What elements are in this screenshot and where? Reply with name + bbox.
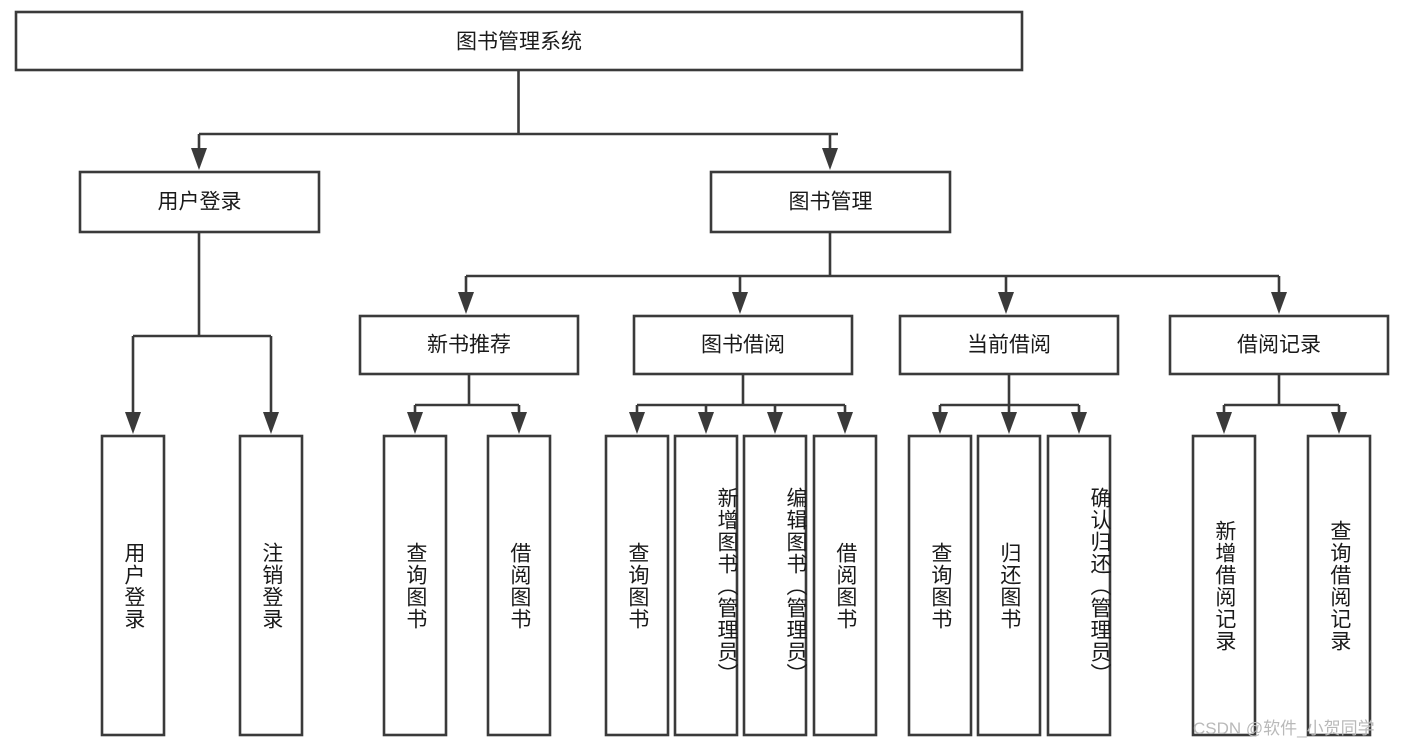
node-user-login-box[interactable] [78, 170, 321, 234]
leaf-box-layer [100, 434, 1372, 737]
arrow-head-leaf-logout [263, 412, 279, 434]
node-user-login-label: 用户登录 [158, 191, 242, 214]
node-book-management-label: 图书管理 [789, 191, 873, 214]
node-leaf-borrow-book-2-box[interactable] [812, 434, 878, 737]
node-leaf-confirm-return-box[interactable] [1046, 434, 1112, 737]
connector-layer [125, 70, 1347, 434]
arrow-head-book-borrow [732, 292, 748, 314]
arrow-head-leaf-query-book-2 [629, 412, 645, 434]
node-new-book-recommend-label: 新书推荐 [427, 334, 511, 357]
node-new-book-recommend[interactable]: 新书推荐 [358, 314, 580, 376]
node-leaf-query-book-2-box[interactable] [604, 434, 670, 737]
node-leaf-user-login-box[interactable] [100, 434, 166, 737]
node-root-box[interactable] [14, 10, 1024, 72]
node-book-borrow-label: 图书借阅 [701, 334, 785, 357]
node-leaf-logout-box[interactable] [238, 434, 304, 737]
node-borrow-record[interactable]: 借阅记录 [1168, 314, 1390, 376]
arrow-head-book-management [822, 148, 838, 170]
arrow-head-new-book-recommend [458, 292, 474, 314]
node-book-management-box[interactable] [709, 170, 952, 234]
node-book-borrow[interactable]: 图书借阅 [632, 314, 854, 376]
arrow-head-user-login [191, 148, 207, 170]
csdn-watermark: CSDN @软件_小贺同学 [1193, 719, 1375, 738]
node-current-borrow-box[interactable] [898, 314, 1120, 376]
node-leaf-return-book-box[interactable] [976, 434, 1042, 737]
node-leaf-query-book-1-box[interactable] [382, 434, 448, 737]
arrow-head-leaf-borrow-book-2 [837, 412, 853, 434]
node-root[interactable]: 图书管理系统 [14, 10, 1024, 72]
node-current-borrow[interactable]: 当前借阅 [898, 314, 1120, 376]
node-root-label: 图书管理系统 [456, 31, 582, 54]
node-current-borrow-label: 当前借阅 [967, 334, 1051, 357]
arrow-head-leaf-query-book-3 [932, 412, 948, 434]
node-borrow-record-label: 借阅记录 [1237, 334, 1321, 357]
node-borrow-record-box[interactable] [1168, 314, 1390, 376]
arrow-head-leaf-add-record [1216, 412, 1232, 434]
arrow-head-leaf-borrow-book-1 [511, 412, 527, 434]
node-book-borrow-box[interactable] [632, 314, 854, 376]
node-book-management[interactable]: 图书管理 [709, 170, 952, 234]
arrow-head-leaf-query-book-1 [407, 412, 423, 434]
node-leaf-add-book-box[interactable] [673, 434, 739, 737]
node-new-book-recommend-box[interactable] [358, 314, 580, 376]
arrow-head-current-borrow [998, 292, 1014, 314]
arrow-head-leaf-edit-book [767, 412, 783, 434]
node-leaf-add-record-box[interactable] [1191, 434, 1257, 737]
arrow-head-borrow-record [1271, 292, 1287, 314]
node-leaf-edit-book-box[interactable] [742, 434, 808, 737]
arrow-head-leaf-confirm-return [1071, 412, 1087, 434]
arrow-head-leaf-add-book [698, 412, 714, 434]
node-leaf-borrow-book-1-box[interactable] [486, 434, 552, 737]
node-user-login[interactable]: 用户登录 [78, 170, 321, 234]
arrow-head-leaf-user-login [125, 412, 141, 434]
node-leaf-query-book-3-box[interactable] [907, 434, 973, 737]
node-leaf-query-record-box[interactable] [1306, 434, 1372, 737]
arrow-head-leaf-query-record [1331, 412, 1347, 434]
arrow-head-leaf-return-book [1001, 412, 1017, 434]
